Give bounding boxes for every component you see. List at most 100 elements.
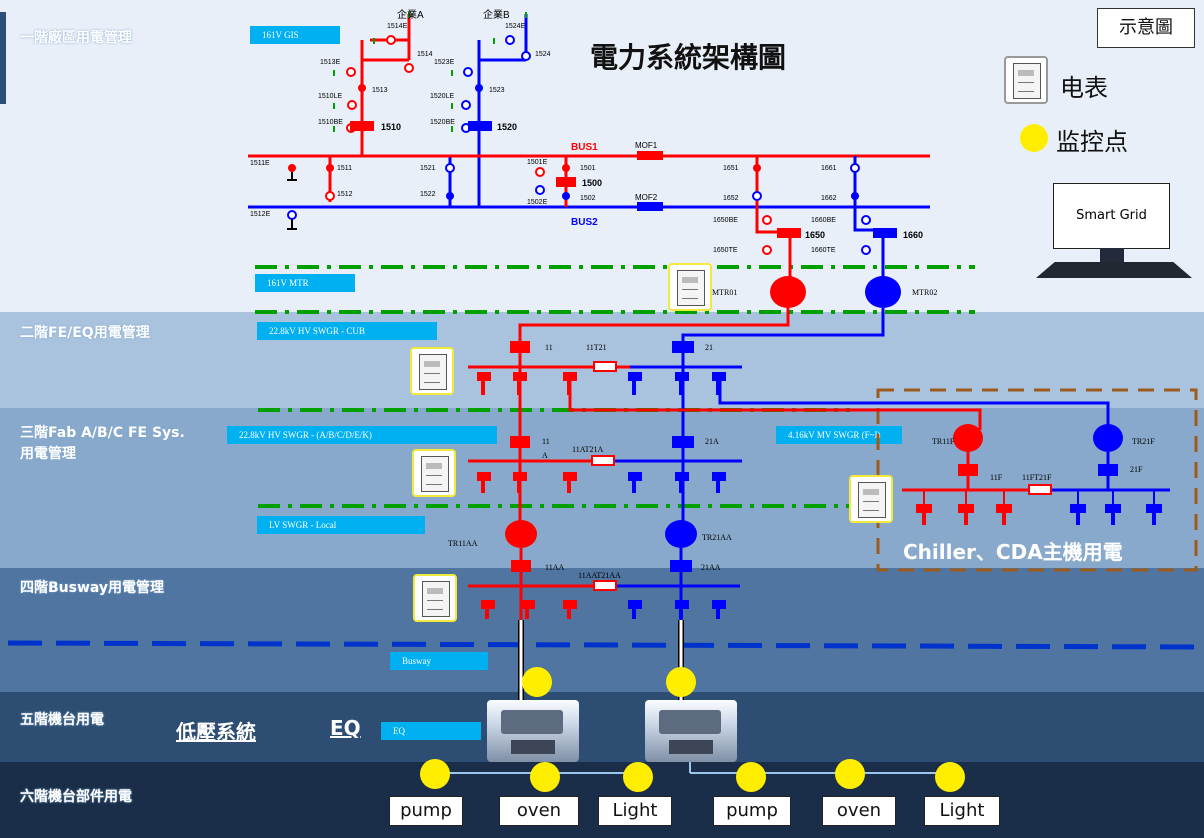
tag-eq: EQ [381, 722, 481, 740]
tr21f-transformer [1093, 424, 1123, 452]
part-oven-1: oven [499, 796, 579, 826]
label-1661: 1661 [821, 165, 837, 172]
mtr01-label: MTR01 [712, 288, 737, 297]
tr11aa-label: TR11AA [448, 539, 478, 548]
bus1-label: BUS1 [571, 142, 598, 153]
label-1502e: 1502E [527, 199, 548, 206]
tier5-label: 五階機台用電 [20, 712, 104, 728]
label-1514: 1514 [417, 51, 433, 58]
monitor-point-busway-2 [666, 667, 696, 697]
monitor-point-pump-2 [736, 762, 766, 792]
label-1510: 1510 [381, 122, 401, 132]
tag-161v-mtr: 161V MTR [255, 274, 355, 292]
label-1662: 1662 [821, 195, 837, 202]
feeder-a-label: 企業A [397, 8, 424, 21]
label-1520: 1520 [497, 122, 517, 132]
smart-grid-monitor: Smart Grid [1053, 183, 1170, 249]
meter-fab [412, 449, 456, 497]
bus2-label: BUS2 [571, 217, 598, 228]
tr21aa-label: TR21AA [702, 533, 732, 542]
label-1521: 1521 [420, 165, 436, 172]
mof1-label: MOF1 [635, 141, 658, 150]
label-1512: 1512 [337, 191, 353, 198]
label-1650: 1650 [805, 230, 825, 240]
legend-meter-label: 电表 [1060, 74, 1108, 102]
smart-grid-base-icon [1036, 262, 1192, 278]
tier4-label: 四階Busway用電管理 [20, 580, 165, 596]
meter-mtr01 [668, 263, 712, 311]
tag-161v-gis: 161V GIS [250, 26, 340, 44]
label-1510be: 1510BE [318, 119, 343, 126]
label-1511e: 1511E [250, 160, 270, 167]
meter-busway [413, 574, 457, 622]
part-pump-2: pump [713, 796, 791, 826]
label-1522: 1522 [420, 191, 436, 198]
tag-hv-fab: 22.8kV HV SWGR - (A/B/C/D/E/K) [227, 426, 497, 444]
legend-meter-icon [1004, 56, 1048, 104]
chiller-zone-box [876, 388, 1198, 572]
monitor-point-oven-2 [835, 759, 865, 789]
label-21aa: 21AA [701, 563, 721, 572]
label-1524: 1524 [535, 51, 551, 58]
legend-monitor-icon [1020, 124, 1048, 152]
feeder-b [448, 14, 528, 207]
low-voltage-label: 低壓系統 [176, 720, 256, 744]
tr11aa-transformer [505, 520, 537, 548]
monitor-point-busway-1 [522, 667, 552, 697]
schematic-label: 示意圖 [1097, 8, 1195, 48]
mof1-block [637, 151, 663, 160]
tier6-label: 六階機台部件用電 [20, 789, 132, 805]
part-pump-1: pump [389, 796, 463, 826]
label-1501e: 1501E [527, 159, 548, 166]
label-1660be: 1660BE [811, 217, 836, 224]
monitor-point-light-2 [935, 762, 965, 792]
label-11t21: 11T21 [586, 343, 607, 352]
feeder-a [326, 14, 411, 202]
tier1-label: 一階廠區用電管理 [20, 30, 132, 46]
label-11-tier3: 11 [542, 437, 550, 446]
bus-coupler-1500: 1501E 1501 1500 1502 1502E [527, 156, 602, 207]
label-21f: 21F [1130, 465, 1143, 474]
swgr-cub [468, 345, 1110, 440]
tag-mv-swgr: 4.16kV MV SWGR (F~I) [776, 426, 902, 444]
label-1660: 1660 [903, 230, 923, 240]
tier2-band [0, 312, 1204, 408]
label-11: 11 [545, 343, 553, 352]
part-oven-2: oven [822, 796, 896, 826]
chiller-label: Chiller、CDA主機用電 [903, 540, 1123, 564]
tier3-label: 三階Fab A/B/C FE Sys. [20, 425, 185, 441]
part-light-1: Light [598, 796, 672, 826]
part-light-2: Light [924, 796, 1000, 826]
label-1512e: 1512E [250, 211, 271, 218]
tag-hv-cub: 22.8kV HV SWGR - CUB [257, 322, 437, 340]
label-1650be: 1650BE [713, 217, 738, 224]
label-1523: 1523 [489, 87, 505, 94]
label-11aat21aa: 11AAT21AA [578, 571, 621, 580]
label-11f: 11F [990, 473, 1003, 482]
label-1520le: 1520LE [430, 93, 454, 100]
green-separators [255, 265, 975, 508]
label-1500: 1500 [582, 178, 602, 188]
eq-machine-1 [487, 700, 579, 762]
feeder-1650 [755, 156, 792, 282]
mtr01-to-11 [518, 308, 790, 345]
label-11-sub: A [542, 451, 548, 460]
tr11f-label: TR11F [932, 437, 955, 446]
label-1524e: 1524E [505, 23, 526, 30]
mtr01-transformer [770, 276, 806, 308]
meter-cub [410, 347, 454, 395]
tag-lv-swgr: LV SWGR - Local [257, 516, 425, 534]
tr21f-label: TR21F [1132, 437, 1155, 446]
tier5-band [0, 692, 1204, 762]
label-1502: 1502 [580, 195, 596, 202]
label-1511: 1511 [337, 165, 352, 172]
tier3-band [0, 408, 1204, 568]
label-11ft21f: 11FT21F [1022, 473, 1052, 482]
monitor-point-pump-1 [420, 759, 450, 789]
page-title: 電力系統架構圖 [590, 41, 787, 74]
meter-chiller [849, 475, 893, 523]
mtr02-to-21 [681, 308, 885, 345]
smart-grid-stand-icon [1100, 248, 1124, 262]
tr21aa-transformer [665, 520, 697, 548]
label-11at21a: 11AT21A [572, 445, 603, 454]
